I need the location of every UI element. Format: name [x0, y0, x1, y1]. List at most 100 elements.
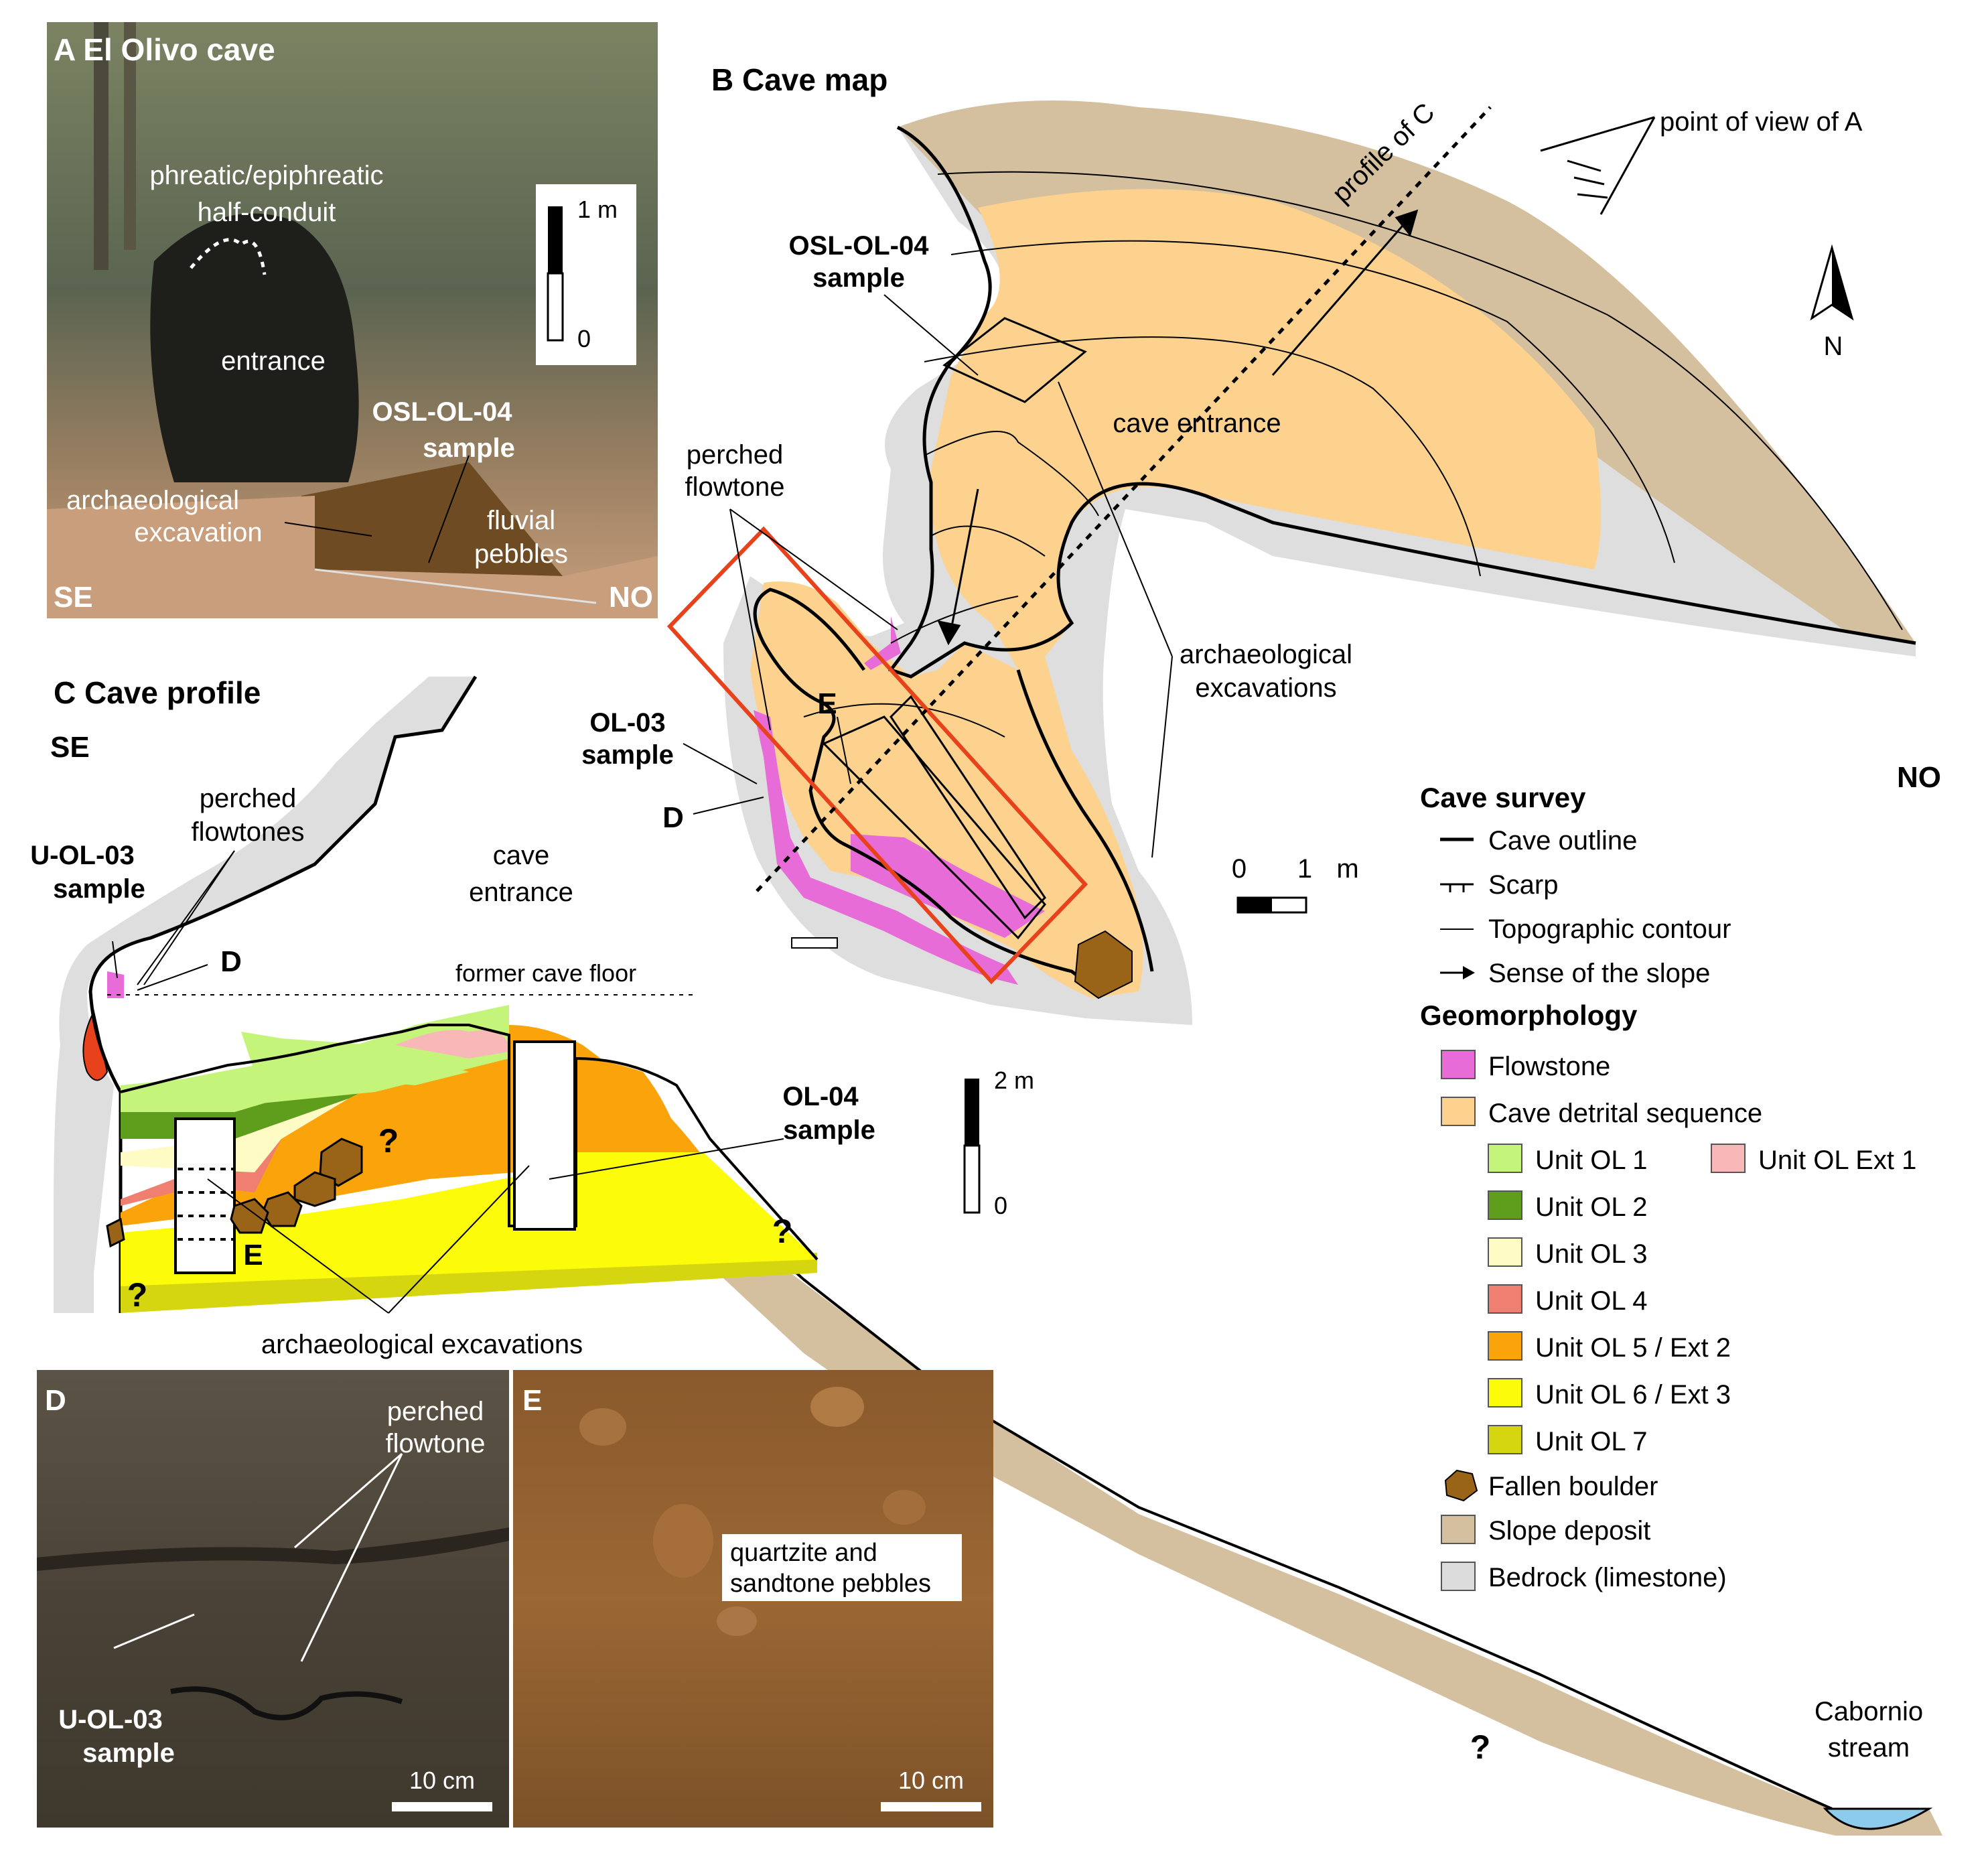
- tree-trunk: [94, 22, 109, 270]
- map-flowstone: [851, 834, 1045, 938]
- label-d: D: [220, 945, 242, 978]
- scale-label: 0: [994, 1192, 1007, 1219]
- profile-bedrock: [54, 677, 476, 1313]
- pebble: [883, 1490, 926, 1525]
- north-arrow-icon: [1810, 244, 1854, 321]
- label-osl-sample: OSL-OL-04: [372, 397, 513, 427]
- label-excavations: archaeological: [1180, 640, 1352, 669]
- scale-label: 2 m: [994, 1067, 1034, 1094]
- legend-item-label: Cave outline: [1488, 826, 1637, 855]
- legend-swatch-unit-ol3: [1488, 1237, 1522, 1267]
- unit-ol5: [576, 1058, 683, 1152]
- profile-sediment-outline: [120, 1024, 819, 1261]
- scale-label: m: [1336, 854, 1358, 884]
- excavation-pit: [301, 462, 563, 576]
- legend-swatch-unit-ol7: [1488, 1425, 1522, 1454]
- label-cave-entrance: cave: [493, 841, 550, 870]
- scale-label: 1: [1297, 854, 1312, 884]
- map-excavations: [822, 317, 1087, 940]
- legend-item-label: Slope deposit: [1488, 1516, 1650, 1545]
- legend-item-label: Unit OL 7: [1535, 1427, 1647, 1456]
- label-osl-sample: sample: [423, 433, 515, 463]
- label-perched-flowtones: perched: [200, 784, 297, 813]
- scale-label: 0: [1232, 854, 1247, 884]
- legend-swatch-unit-ol6: [1488, 1378, 1522, 1407]
- label-former-floor: former cave floor: [455, 959, 636, 987]
- pebble: [579, 1408, 626, 1446]
- label-uol03-sample: sample: [53, 874, 145, 904]
- label-uol03-sample: U-OL-03: [30, 841, 135, 870]
- panel-d-leaders: [113, 1452, 403, 1662]
- label-perched-flowtone: perched: [687, 440, 784, 470]
- legend-swatch-unit-ol2: [1488, 1190, 1522, 1220]
- map-detrital-entrance: [930, 189, 1601, 670]
- profile-ground-line: [675, 1164, 1833, 1810]
- legend-item-label: Unit OL Ext 1: [1758, 1146, 1916, 1175]
- tree-trunk: [124, 22, 136, 250]
- tape: [314, 568, 597, 604]
- profile-wall-outline: [88, 675, 478, 1313]
- label-point-of-view: point of view of A: [1660, 107, 1863, 137]
- label-pebbles: sandtone pebbles: [730, 1570, 931, 1598]
- label-perched-flowtone: flowtone: [685, 472, 785, 502]
- legend-item-label: Bedrock (limestone): [1488, 1563, 1727, 1592]
- panel-b-map: B Cave map: [581, 62, 1941, 1025]
- map-cave-outline: [753, 125, 1916, 993]
- legend-item-label: Unit OL 4: [1535, 1286, 1647, 1316]
- panel-a-scalebar: 1 m 0: [536, 184, 636, 365]
- scale-bar: [392, 1802, 492, 1811]
- legend-item-label: Scarp: [1488, 870, 1559, 900]
- label-se: SE: [50, 731, 90, 764]
- panel-b-title: B Cave map: [711, 62, 888, 97]
- pebbles-label-box: [722, 1534, 962, 1601]
- panel-d-background: [37, 1370, 509, 1828]
- label-e: E: [817, 687, 837, 720]
- north-label: N: [1824, 332, 1843, 361]
- legend-swatch-unit-ol1: [1488, 1144, 1522, 1173]
- map-flowstone: [864, 616, 901, 670]
- profile-leader-lines: [112, 850, 784, 1314]
- half-conduit-outline: [190, 238, 267, 275]
- label-osl-sample: sample: [812, 263, 905, 293]
- map-boulder: [1074, 930, 1133, 1000]
- flowstone-band: [37, 1527, 509, 1571]
- label-excavations: archaeological excavations: [261, 1330, 583, 1359]
- legend-item-label: Fallen boulder: [1488, 1472, 1658, 1501]
- label-se: SE: [54, 581, 93, 614]
- legend-swatch-slope: [1441, 1515, 1476, 1544]
- cave-entrance-dark: [150, 213, 359, 482]
- label-cave-entrance: entrance: [469, 878, 573, 907]
- legend-swatch-detrital: [1441, 1097, 1476, 1126]
- legend-item-label: Sense of the slope: [1488, 959, 1710, 988]
- panel-c-scalebar: 2 m 0: [963, 1067, 1034, 1219]
- label-osl-sample: OSL-OL-04: [789, 231, 930, 261]
- label-cave-entrance: cave entrance: [1113, 409, 1281, 438]
- legend-swatch-unit-ol5: [1488, 1331, 1522, 1361]
- legend-item-label: Topographic contour: [1488, 914, 1731, 944]
- label-pebbles: quartzite and: [730, 1539, 877, 1567]
- panel-a-photo: A El Olivo cave phreatic/epiphreatic hal…: [47, 22, 658, 618]
- panel-d-photo: D perched flowtone U-OL-03 sample 10 cm: [37, 1370, 509, 1828]
- label-question: ?: [378, 1122, 399, 1160]
- label-perched-flowtones: flowtones: [192, 817, 305, 847]
- map-flowstone: [754, 710, 1018, 985]
- label-no: NO: [1897, 761, 1941, 794]
- profile-red-deposit: [82, 1010, 109, 1081]
- pebble: [653, 1504, 713, 1578]
- label-d: D: [662, 801, 684, 834]
- legend-swatch-ext1: [1711, 1144, 1746, 1173]
- unit-ol7: [121, 1253, 817, 1313]
- scale-label: 0: [577, 325, 591, 352]
- label-question: ?: [772, 1213, 793, 1250]
- legend-item-label: Unit OL 6 / Ext 3: [1535, 1380, 1731, 1410]
- label-half-conduit: phreatic/epiphreatic: [149, 161, 383, 190]
- label-half-conduit: half-conduit: [198, 198, 336, 227]
- panel-c-profile: C Cave profile SE: [30, 675, 1942, 1836]
- label-perched-flowtone: flowtone: [386, 1429, 486, 1458]
- profile-flowstone: [107, 971, 124, 998]
- point-of-view-icon: [1540, 116, 1656, 215]
- legend-heading: Geomorphology: [1420, 1000, 1638, 1031]
- excavation-pit: [174, 1117, 236, 1274]
- panel-e-photo: E quartzite and sandtone pebbles 10 cm: [513, 1370, 993, 1828]
